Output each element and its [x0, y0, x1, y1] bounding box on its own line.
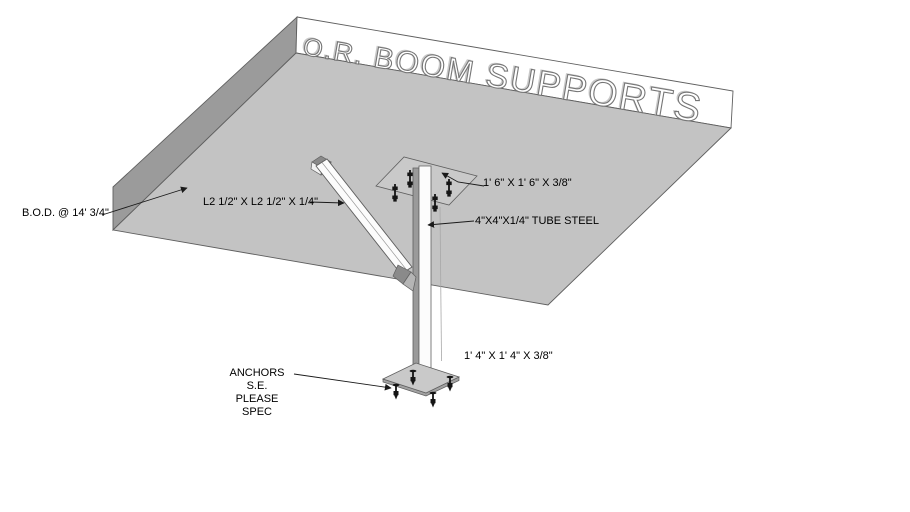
- base-anchor-bolts: [392, 369, 454, 408]
- top-bolt-1: [392, 184, 398, 202]
- base-plate-top-face: [381, 362, 461, 394]
- base-anchor-4: [429, 391, 437, 408]
- top-bolt-4: [432, 194, 438, 212]
- brace-body: [315, 158, 413, 275]
- label-anchors-line1: ANCHORS S.E.: [229, 367, 285, 392]
- base-anchor-1: [409, 369, 417, 386]
- top-bolt-3: [446, 179, 452, 197]
- label-brace-size: L2 1/2" X L2 1/2" X 1/4": [203, 196, 319, 208]
- leader-lines: [101, 172, 485, 391]
- brace-gusset-mid-face: [402, 271, 417, 292]
- label-anchors-note: ANCHORS S.E. PLEASE SPEC: [222, 367, 292, 419]
- tube-west-face: [412, 167, 420, 371]
- top-bolt-2: [407, 170, 413, 188]
- leader-brace: [309, 199, 345, 207]
- top-anchor-bolts: [392, 170, 452, 212]
- label-anchors-line2: PLEASE SPEC: [235, 393, 279, 418]
- label-tube-size: 4"X4"X1/4" TUBE STEEL: [475, 215, 600, 227]
- angle-brace: [310, 155, 417, 292]
- label-bod: B.O.D. @ 14' 3/4": [22, 207, 109, 219]
- label-base-plate-size: 1' 4" X 1' 4" X 3/8": [464, 350, 553, 362]
- base-anchor-3: [392, 383, 400, 400]
- base-plate: [381, 362, 461, 397]
- leader-anchors: [293, 373, 392, 391]
- tube-front-face: [418, 165, 432, 371]
- brace-arris-line: [321, 162, 408, 271]
- tube-back-edge: [439, 206, 442, 362]
- tube-steel-column: [412, 165, 442, 371]
- label-top-plate-size: 1' 6" X 1' 6" X 3/8": [483, 177, 572, 189]
- leader-tube: [427, 220, 475, 228]
- leader-top-plate: [441, 172, 485, 187]
- base-anchor-2: [446, 375, 454, 392]
- leader-bod: [101, 186, 188, 216]
